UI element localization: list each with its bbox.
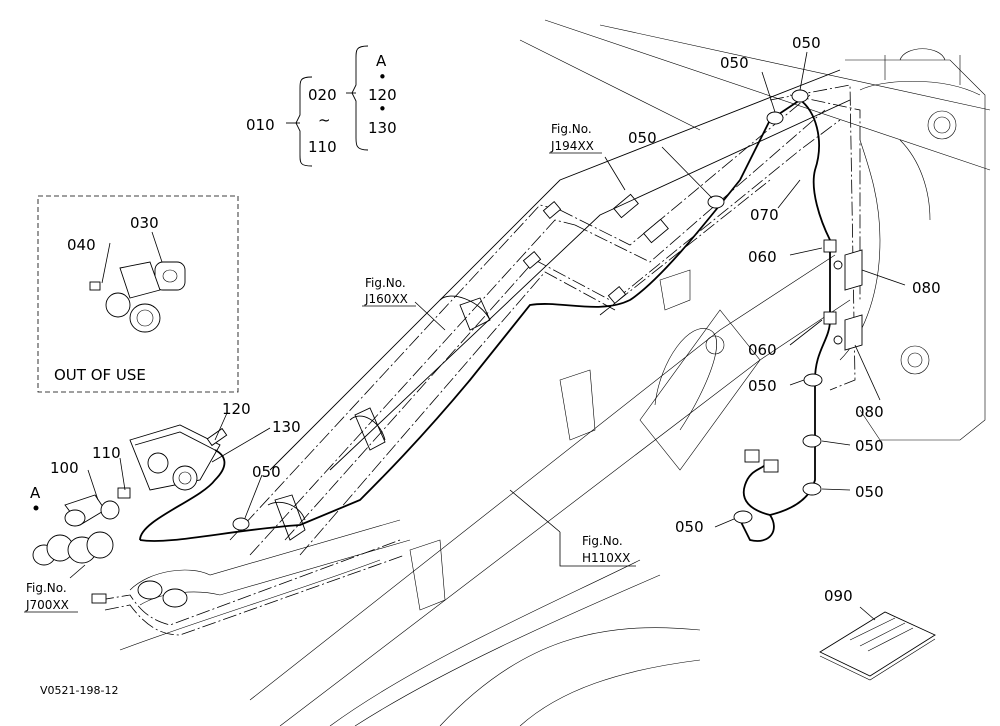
wire-clamps: [232, 89, 823, 531]
boom-body: [267, 69, 851, 541]
fig-h110-prefix: Fig.No.: [582, 534, 623, 548]
label-040: 040: [67, 236, 96, 254]
label-120: 120: [222, 400, 251, 418]
label-110: 110: [92, 444, 121, 462]
fig-j700-prefix: Fig.No.: [26, 581, 67, 595]
label-050-top-right: 050: [792, 34, 821, 52]
tree-sub-head: A: [376, 52, 387, 70]
label-090: 090: [824, 587, 853, 605]
fig-j160-prefix: Fig.No.: [365, 276, 406, 290]
fig-j700: J700XX: [25, 598, 69, 612]
ref-a-dot: [33, 505, 39, 511]
tree-sub-item-2: 130: [368, 119, 397, 137]
label-100: 100: [50, 459, 79, 477]
figure-references: Fig.No. J194XX Fig.No. J160XX Fig.No. H1…: [24, 122, 636, 613]
label-070: 070: [750, 206, 779, 224]
label-080-top: 080: [912, 279, 941, 297]
fig-j194-prefix: Fig.No.: [551, 122, 592, 136]
label-060-bottom: 060: [748, 341, 777, 359]
wire-harness: [139, 99, 831, 542]
tree-sub-item-1: 120: [368, 86, 397, 104]
connectors: [744, 449, 779, 473]
brackets: [823, 239, 863, 351]
label-080-bottom: 080: [855, 403, 884, 421]
fig-j160: J160XX: [364, 292, 408, 306]
leader-lines: [69, 51, 906, 621]
label-050-right-4: 050: [675, 518, 704, 536]
fig-h110: H110XX: [582, 551, 630, 565]
manual-book: [819, 611, 936, 681]
label-030: 030: [130, 214, 159, 232]
inset-out-of-use: [37, 195, 239, 393]
tree-range-start: 020: [308, 86, 337, 104]
part-labels: 030 040 OUT OF USE 050 050 050 070 060 0…: [30, 34, 941, 605]
parts-tree: 010 020 ~ 110 A • 120 • 130: [246, 45, 397, 167]
inset-caption: OUT OF USE: [54, 366, 146, 384]
tree-range-end: 110: [308, 138, 337, 156]
label-050-left: 050: [252, 463, 281, 481]
label-050-right-2: 050: [855, 437, 884, 455]
label-ref-a: A: [30, 484, 41, 502]
tree-root: 010: [246, 116, 275, 134]
tree-tilde: ~: [318, 111, 331, 129]
label-050-right-3: 050: [855, 483, 884, 501]
tree-sub-dot-1: •: [378, 68, 387, 86]
tree-sub-dot-2: •: [378, 100, 387, 118]
fig-j194: J194XX: [550, 139, 594, 153]
label-060-top: 060: [748, 248, 777, 266]
drawing-code: V0521-198-12: [40, 684, 118, 697]
label-130: 130: [272, 418, 301, 436]
label-050-mid: 050: [628, 129, 657, 147]
label-050-right-1: 050: [748, 377, 777, 395]
left-components: [32, 424, 228, 566]
label-050-top-left: 050: [720, 54, 749, 72]
